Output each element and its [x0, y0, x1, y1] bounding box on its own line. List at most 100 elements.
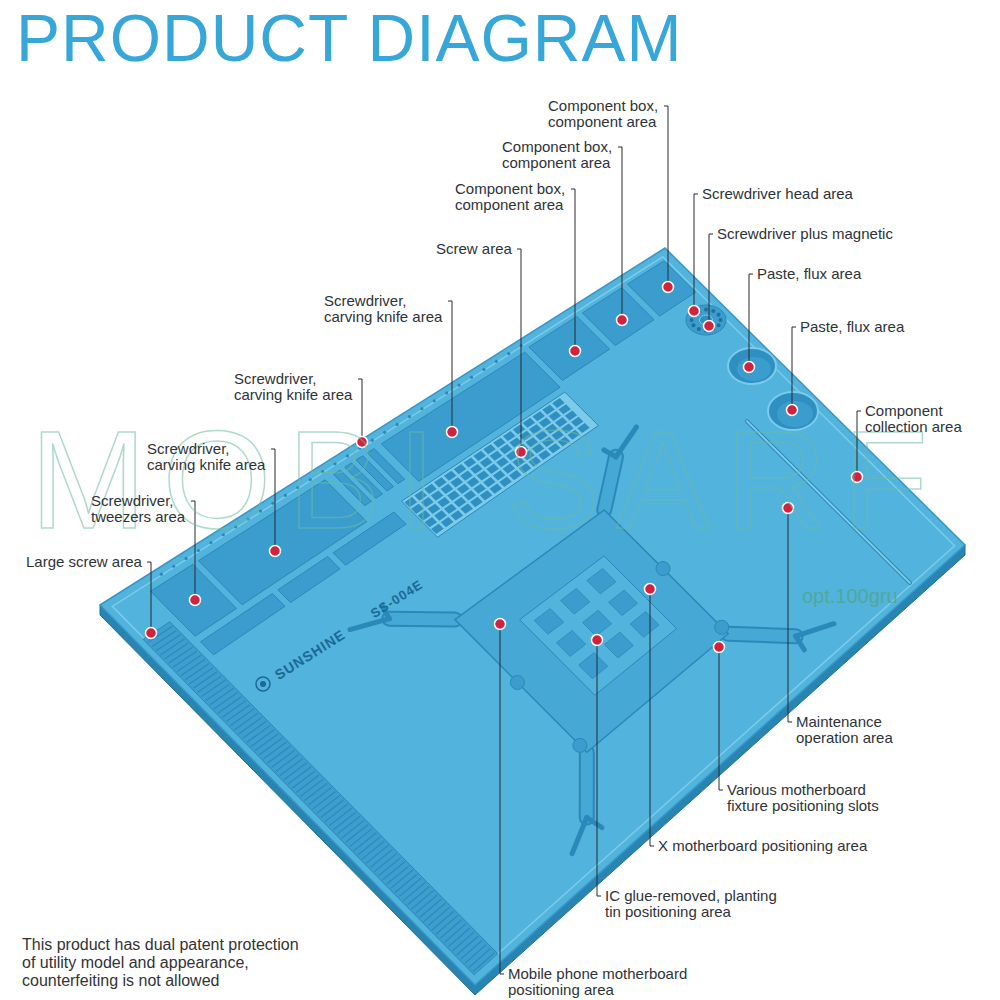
leader-line	[571, 189, 575, 351]
strip-rib	[218, 697, 241, 713]
strip-rib	[186, 664, 209, 680]
callout-label: Screwdriver, carving knife area	[324, 293, 444, 325]
bit-hole	[691, 323, 695, 327]
rim-hole	[482, 368, 485, 371]
ic-plate	[520, 556, 677, 695]
rim-hole	[160, 573, 163, 576]
strip-rib	[358, 837, 380, 854]
leader-line	[694, 194, 698, 311]
leader-line	[792, 327, 796, 410]
strip-rib	[379, 858, 400, 876]
rim-hole	[495, 360, 498, 363]
ic-pad	[561, 589, 590, 615]
ic-pad	[583, 610, 612, 636]
watermark: opt.100gru	[802, 585, 898, 607]
strip-rib	[239, 718, 262, 734]
callout-label: Screwdriver, carving knife area	[147, 441, 267, 473]
strip-rib	[432, 912, 453, 930]
strip-rib	[292, 771, 314, 788]
strip-rib	[297, 775, 319, 792]
strip-rib	[309, 788, 331, 805]
strip-rib	[367, 846, 389, 863]
callout-label: Component collection area	[865, 403, 963, 435]
strip-rib	[346, 825, 368, 842]
callout-dot	[190, 595, 201, 606]
brand-logo	[260, 681, 266, 687]
callout-label: Screwdriver, tweezers area	[91, 493, 187, 525]
arm-fork	[796, 636, 805, 650]
strip-rib	[395, 874, 416, 892]
callout-dot	[592, 635, 603, 646]
notice-text: This product has dual patent protection …	[22, 936, 307, 990]
strip-rib	[342, 821, 364, 838]
strip-rib	[206, 684, 229, 700]
bit-hole	[690, 318, 694, 322]
leader-line	[147, 562, 151, 633]
strip-rib	[202, 680, 225, 696]
strip-rib	[235, 713, 258, 729]
compartment	[627, 261, 695, 316]
callout-dot	[704, 321, 715, 332]
strip-rib	[362, 841, 384, 858]
callout-label: X motherboard positioning area	[658, 838, 869, 854]
watermark: MOBI SARF	[30, 405, 944, 555]
strip-rib	[317, 796, 339, 813]
arm-fork	[796, 624, 834, 636]
fixture-arm	[728, 634, 795, 636]
strip-rib	[449, 928, 470, 946]
strip-rib	[284, 763, 306, 780]
mat-illustration	[100, 248, 965, 995]
callout-dot	[645, 584, 656, 595]
strip-rib	[157, 635, 180, 650]
fixture-notch	[510, 675, 524, 689]
callout-dot	[570, 346, 581, 357]
strip-rib	[210, 689, 233, 705]
strip-rib	[469, 949, 490, 967]
rim-hole	[172, 565, 175, 568]
callout-label: IC glue-removed, planting tin positionin…	[605, 888, 778, 920]
strip-rib	[264, 742, 286, 758]
strip-rib	[214, 693, 237, 709]
strip-rib	[453, 932, 474, 950]
strip-rib	[334, 813, 356, 830]
arm-fork	[350, 619, 389, 630]
strip-rib	[354, 833, 376, 850]
fixture-notch	[715, 620, 729, 634]
ic-pad	[604, 632, 633, 658]
strip-rib	[177, 656, 200, 672]
page-title: PRODUCT DIAGRAM	[16, 2, 683, 74]
leader-line	[749, 274, 753, 367]
strip-rib	[445, 924, 466, 942]
strip-rib	[416, 895, 437, 913]
screw-strip	[143, 622, 498, 975]
bit-holder	[686, 305, 726, 335]
strip-rib	[247, 726, 270, 742]
callout-label: Component box, component area	[455, 181, 567, 213]
fixture-arm	[581, 752, 593, 817]
fixture-arm	[579, 752, 595, 817]
ic-pad	[587, 569, 616, 594]
strip-rib	[173, 651, 196, 667]
strip-rib	[321, 800, 343, 817]
fixture-arm	[389, 611, 455, 628]
cup-floor	[737, 357, 771, 381]
callout-dot	[146, 628, 157, 639]
strip-rib	[399, 879, 420, 897]
rim-hole	[470, 376, 473, 379]
callout-label: Paste, flux area	[757, 266, 863, 282]
rim-hole	[445, 391, 448, 394]
front-slot	[278, 556, 340, 602]
callout-dot	[495, 619, 506, 630]
bit-hole	[704, 308, 708, 312]
strip-rib	[412, 891, 433, 909]
strip-rib	[305, 784, 327, 801]
fixture-arm	[728, 634, 795, 636]
rim-hole	[184, 557, 187, 560]
bit-hole	[717, 313, 721, 317]
leader-line	[618, 147, 622, 320]
callout-label: Screwdriver head area	[702, 186, 854, 202]
fixture-notch	[656, 562, 670, 576]
front-slot	[201, 594, 285, 655]
strip-rib	[441, 920, 462, 938]
